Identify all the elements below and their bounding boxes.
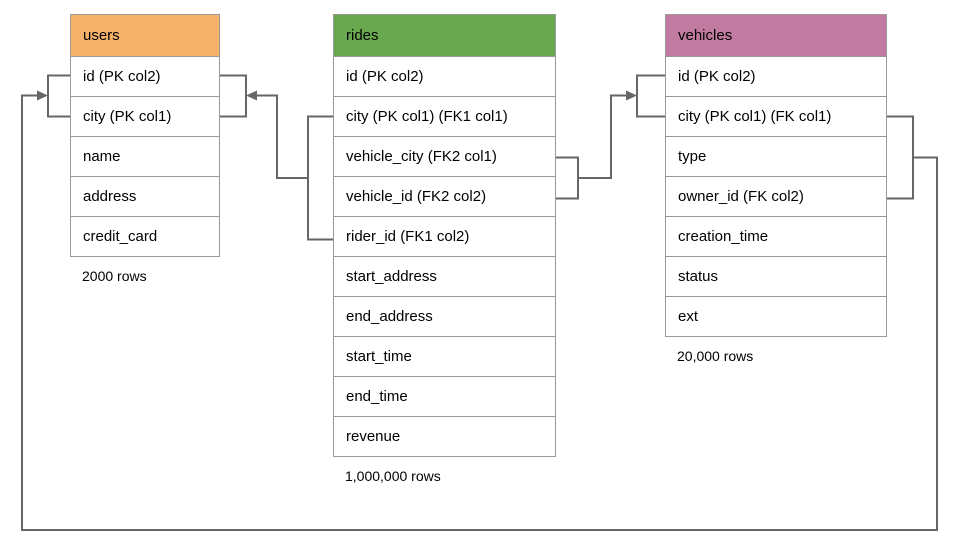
table-row: type bbox=[666, 136, 886, 176]
bracket-rides-fk1 bbox=[307, 115, 333, 241]
table-row: status bbox=[666, 256, 886, 296]
bracket-vehicles-pk bbox=[636, 74, 665, 118]
table-row: credit_card bbox=[71, 216, 219, 256]
table-rides: rides id (PK col2) city (PK col1) (FK1 c… bbox=[333, 14, 556, 484]
table-users-header: users bbox=[71, 15, 219, 56]
connector-rides-to-vehicles bbox=[556, 74, 665, 200]
bracket-users-pk bbox=[47, 74, 70, 118]
table-row: address bbox=[71, 176, 219, 216]
table-row: id (PK col2) bbox=[71, 56, 219, 96]
table-row: vehicle_id (FK2 col2) bbox=[334, 176, 555, 216]
bracket-vehicles-fk bbox=[887, 115, 914, 200]
table-users-box: users id (PK col2) city (PK col1) name a… bbox=[70, 14, 220, 257]
table-row: id (PK col2) bbox=[334, 56, 555, 96]
table-row: city (PK col1) bbox=[71, 96, 219, 136]
row-count-label: 1,000,000 rows bbox=[345, 468, 441, 484]
row-count-label: 2000 rows bbox=[82, 268, 147, 284]
connector-stem bbox=[578, 94, 626, 179]
connector-rides-to-users bbox=[220, 74, 333, 241]
table-row: city (PK col1) (FK col1) bbox=[666, 96, 886, 136]
table-vehicles: vehicles id (PK col2) city (PK col1) (FK… bbox=[665, 14, 887, 364]
table-row: end_time bbox=[334, 376, 555, 416]
table-row: start_time bbox=[334, 336, 555, 376]
table-row: start_address bbox=[334, 256, 555, 296]
connector-vehicles-to-users bbox=[21, 74, 938, 531]
table-vehicles-header: vehicles bbox=[666, 15, 886, 56]
connector-stem bbox=[257, 94, 308, 179]
table-row: id (PK col2) bbox=[666, 56, 886, 96]
arrowhead-icon bbox=[37, 90, 48, 101]
table-rides-box: rides id (PK col2) city (PK col1) (FK1 c… bbox=[333, 14, 556, 457]
table-rides-header: rides bbox=[334, 15, 555, 56]
table-users: users id (PK col2) city (PK col1) name a… bbox=[70, 14, 220, 284]
table-row: ext bbox=[666, 296, 886, 336]
table-row: name bbox=[71, 136, 219, 176]
table-row: owner_id (FK col2) bbox=[666, 176, 886, 216]
table-row: city (PK col1) (FK1 col1) bbox=[334, 96, 555, 136]
arrowhead-icon bbox=[626, 90, 637, 101]
arrowhead-icon bbox=[246, 90, 257, 101]
row-count-label: 20,000 rows bbox=[677, 348, 754, 364]
table-vehicles-box: vehicles id (PK col2) city (PK col1) (FK… bbox=[665, 14, 887, 337]
table-row: rider_id (FK1 col2) bbox=[334, 216, 555, 256]
connector-stem bbox=[21, 94, 938, 531]
table-row: end_address bbox=[334, 296, 555, 336]
bracket-users-pk bbox=[220, 74, 247, 118]
bracket-rides-fk2 bbox=[556, 156, 579, 200]
table-row: vehicle_city (FK2 col1) bbox=[334, 136, 555, 176]
table-row: creation_time bbox=[666, 216, 886, 256]
table-row: revenue bbox=[334, 416, 555, 456]
